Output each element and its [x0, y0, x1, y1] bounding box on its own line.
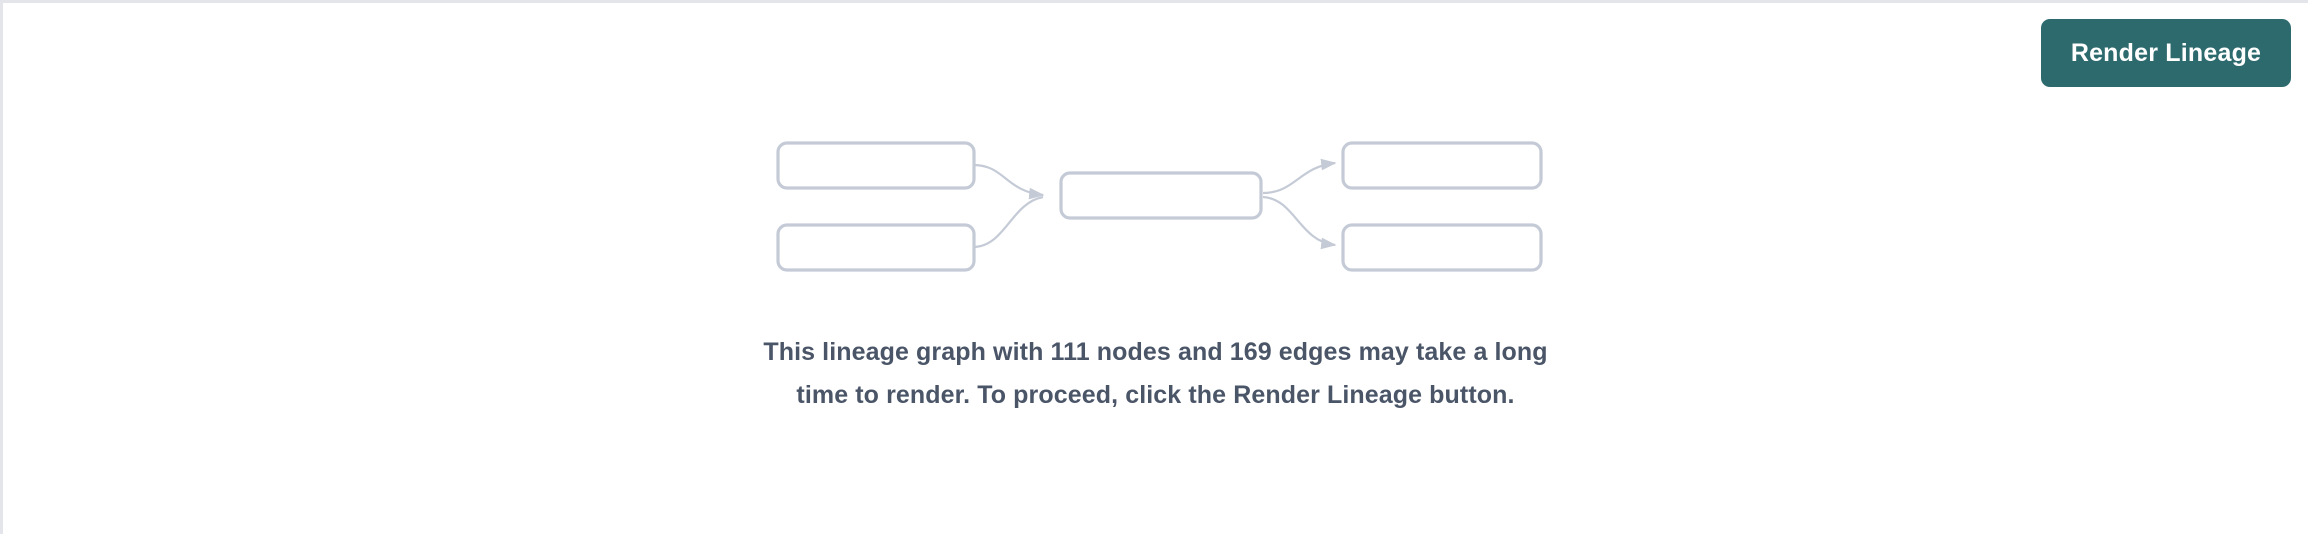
edge-center-to-right-bottom	[1262, 195, 1337, 250]
lineage-node-right-top	[1341, 141, 1543, 190]
edge-left-top-to-center	[972, 163, 1045, 200]
edge-left-bottom-to-center	[972, 195, 1044, 249]
lineage-placeholder-graph	[3, 3, 2308, 534]
edge-center-to-right-top	[1262, 158, 1337, 195]
lineage-graph-svg	[776, 141, 1543, 272]
lineage-node-right-bottom	[1341, 223, 1543, 272]
lineage-node-left-top	[776, 141, 976, 190]
lineage-render-warning-text: This lineage graph with 111 nodes and 16…	[763, 338, 1548, 409]
lineage-node-center	[1059, 171, 1263, 220]
render-lineage-button[interactable]: Render Lineage	[2041, 19, 2291, 87]
lineage-node-left-bottom	[776, 223, 976, 272]
